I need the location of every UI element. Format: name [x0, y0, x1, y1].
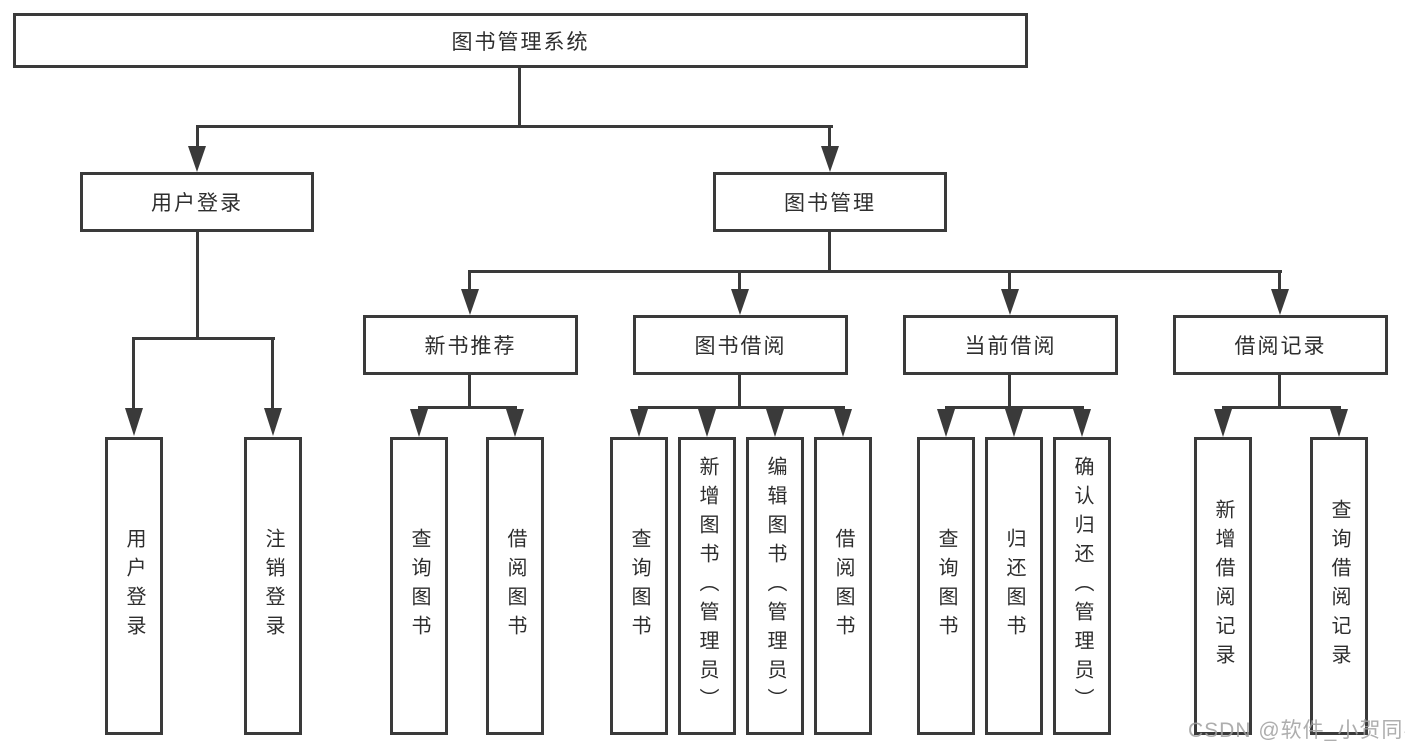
leaf-query-books-1: 查询图书	[390, 437, 448, 735]
leaf-user-login: 用户登录	[105, 437, 163, 735]
arrowhead-down-icon	[1214, 409, 1232, 437]
node-new-book-recommendation: 新书推荐	[363, 315, 578, 375]
arrowhead-down-icon	[821, 146, 839, 172]
leaf-query-books-3-label: 查询图书	[935, 528, 957, 644]
arrowhead-down-icon	[834, 409, 852, 437]
leaf-confirm-return-admin: 确认归还（管理员）	[1053, 437, 1111, 735]
leaf-edit-book-admin-label: 编辑图书（管理员）	[764, 455, 786, 717]
leaf-confirm-return-admin-label: 确认归还（管理员）	[1071, 455, 1093, 717]
node-book-borrowing: 图书借阅	[633, 315, 848, 375]
node-user-login: 用户登录	[80, 172, 314, 232]
leaf-add-book-admin-label: 新增图书（管理员）	[696, 455, 718, 717]
connector-line	[738, 270, 741, 289]
node-root: 图书管理系统	[13, 13, 1028, 68]
arrowhead-down-icon	[125, 408, 143, 436]
connector-line	[518, 68, 521, 125]
leaf-borrow-books-1-label: 借阅图书	[504, 528, 526, 644]
leaf-query-books-1-label: 查询图书	[408, 528, 430, 644]
arrowhead-down-icon	[698, 409, 716, 437]
leaf-add-borrow-record-label: 新增借阅记录	[1212, 499, 1234, 673]
leaf-query-borrow-record-label: 查询借阅记录	[1328, 499, 1350, 673]
arrowhead-down-icon	[731, 289, 749, 315]
node-book-management-label: 图书管理	[784, 192, 876, 215]
leaf-add-book-admin: 新增图书（管理员）	[678, 437, 736, 735]
arrowhead-down-icon	[1001, 289, 1019, 315]
leaf-borrow-books-1: 借阅图书	[486, 437, 544, 735]
connector-line	[638, 406, 845, 409]
node-new-book-recommendation-label: 新书推荐	[424, 335, 517, 358]
connector-line	[1222, 406, 1341, 409]
connector-line	[828, 232, 831, 270]
connector-line	[1008, 375, 1011, 406]
leaf-borrow-books-2: 借阅图书	[814, 437, 872, 735]
arrowhead-down-icon	[1271, 289, 1289, 315]
connector-line	[1278, 375, 1281, 406]
node-root-label: 图书管理系统	[451, 30, 590, 54]
leaf-query-books-2-label: 查询图书	[628, 528, 650, 644]
leaf-logout-label: 注销登录	[262, 528, 284, 644]
arrowhead-down-icon	[264, 408, 282, 436]
arrowhead-down-icon	[1073, 409, 1091, 437]
connector-line	[132, 337, 275, 340]
arrowhead-down-icon	[461, 289, 479, 315]
connector-line	[468, 270, 471, 289]
node-borrowing-records-label: 借阅记录	[1234, 335, 1327, 358]
arrowhead-down-icon	[506, 409, 524, 437]
arrowhead-down-icon	[1005, 409, 1023, 437]
node-book-management: 图书管理	[713, 172, 947, 232]
connector-line	[738, 375, 741, 406]
connector-line	[828, 125, 831, 146]
node-borrowing-records: 借阅记录	[1173, 315, 1388, 375]
arrowhead-down-icon	[1330, 409, 1348, 437]
arrowhead-down-icon	[410, 409, 428, 437]
connector-line	[271, 337, 274, 408]
connector-line	[468, 375, 471, 406]
leaf-logout: 注销登录	[244, 437, 302, 735]
leaf-query-borrow-record: 查询借阅记录	[1310, 437, 1368, 735]
connector-line	[945, 406, 1084, 409]
leaf-query-books-3: 查询图书	[917, 437, 975, 735]
leaf-add-borrow-record: 新增借阅记录	[1194, 437, 1252, 735]
arrowhead-down-icon	[188, 146, 206, 172]
connector-line	[418, 406, 517, 409]
leaf-user-login-label: 用户登录	[123, 528, 145, 644]
watermark: CSDN @软件_小贺同学	[1188, 719, 1405, 742]
leaf-borrow-books-2-label: 借阅图书	[832, 528, 854, 644]
connector-line	[196, 232, 199, 337]
arrowhead-down-icon	[630, 409, 648, 437]
node-user-login-label: 用户登录	[151, 192, 243, 215]
connector-line	[468, 270, 1282, 273]
leaf-query-books-2: 查询图书	[610, 437, 668, 735]
node-current-borrowing-label: 当前借阅	[964, 335, 1057, 358]
node-book-borrowing-label: 图书借阅	[694, 335, 787, 358]
connector-line	[132, 337, 135, 408]
connector-line	[196, 125, 199, 146]
node-current-borrowing: 当前借阅	[903, 315, 1118, 375]
leaf-edit-book-admin: 编辑图书（管理员）	[746, 437, 804, 735]
connector-line	[196, 125, 833, 128]
leaf-return-books-label: 归还图书	[1003, 528, 1025, 644]
arrowhead-down-icon	[766, 409, 784, 437]
arrowhead-down-icon	[937, 409, 955, 437]
leaf-return-books: 归还图书	[985, 437, 1043, 735]
connector-line	[1008, 270, 1011, 289]
connector-line	[1278, 270, 1281, 289]
